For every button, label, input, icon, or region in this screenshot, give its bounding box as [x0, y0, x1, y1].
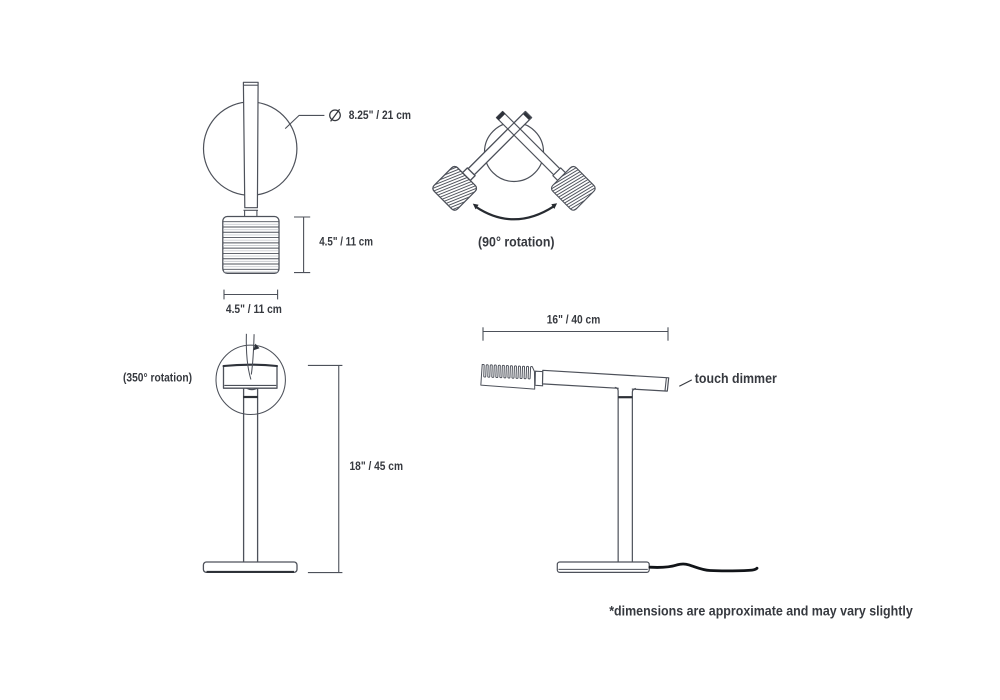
svg-text:(350° rotation): (350° rotation) [123, 371, 192, 385]
svg-text:4.5" / 11 cm: 4.5" / 11 cm [319, 235, 373, 249]
svg-text:8.25" / 21 cm: 8.25" / 21 cm [349, 108, 411, 122]
svg-text:4.5" / 11 cm: 4.5" / 11 cm [226, 302, 282, 316]
svg-text:18" / 45 cm: 18" / 45 cm [350, 459, 404, 473]
svg-text:*dimensions are approximate an: *dimensions are approximate and may vary… [609, 603, 913, 618]
svg-text:(90° rotation): (90° rotation) [478, 235, 555, 250]
svg-text:16" / 40 cm: 16" / 40 cm [547, 312, 601, 326]
svg-text:touch dimmer: touch dimmer [695, 371, 778, 386]
